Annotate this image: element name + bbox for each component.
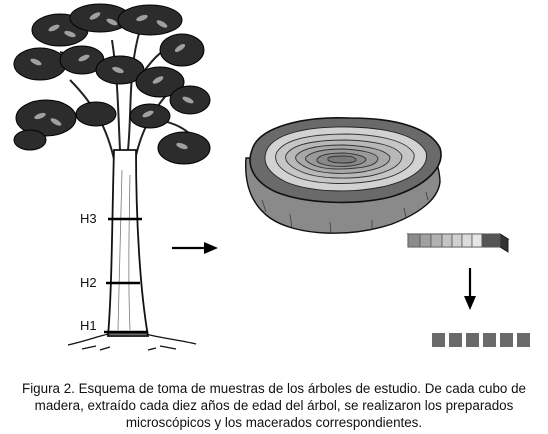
sample-cube — [500, 333, 513, 347]
arrow-down-icon — [464, 268, 476, 310]
sample-cube — [483, 333, 496, 347]
tree-foliage — [13, 3, 211, 165]
sampling-height-bands — [104, 217, 148, 334]
sample-cube — [517, 333, 530, 347]
radial-sample-strip — [406, 233, 510, 253]
height-label-h2: H2 — [80, 275, 97, 290]
arrow-right-icon — [172, 242, 218, 254]
ground — [67, 333, 197, 351]
sample-cube — [449, 333, 462, 347]
tree-trunk — [107, 149, 150, 337]
stem-cross-section-disc — [245, 116, 442, 235]
trunk-bark-lines — [117, 169, 131, 331]
disc-growth-rings — [275, 133, 415, 184]
tree-illustration: H3 H2 H1 — [13, 3, 211, 351]
height-label-h1: H1 — [80, 318, 97, 333]
sample-cube — [432, 333, 445, 347]
height-label-h3: H3 — [80, 211, 97, 226]
tree-leaf-highlights — [30, 12, 194, 150]
sample-cube — [466, 333, 479, 347]
disc-side-grain — [261, 191, 429, 235]
strip-segments — [407, 233, 501, 248]
strip-end — [499, 233, 509, 253]
figure-caption: Figura 2. Esquema de toma de muestras de… — [22, 381, 526, 430]
sample-cubes-row — [432, 333, 530, 347]
